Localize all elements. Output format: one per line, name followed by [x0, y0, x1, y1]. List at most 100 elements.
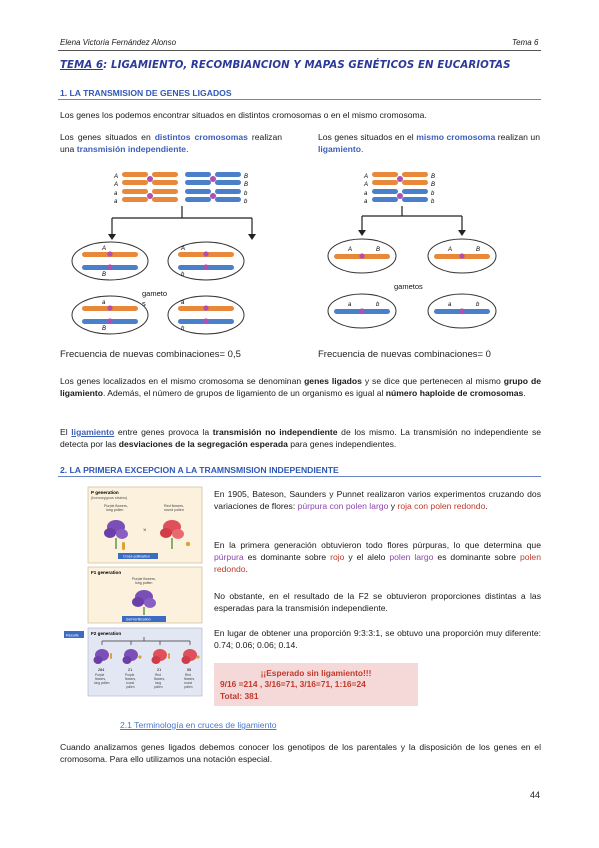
svg-text:a: a	[348, 302, 352, 308]
gametes-label-right: gametos	[394, 282, 423, 291]
svg-text:flowers,: flowers,	[125, 677, 136, 681]
parental-chromosomes-left: A A a a B B b b	[113, 172, 248, 205]
section-2-rule	[58, 476, 541, 477]
expected-box-title: ¡¡Esperado sin ligamiento!!!	[260, 668, 372, 678]
svg-text:(homozygous strains): (homozygous strains)	[91, 496, 128, 500]
header-author: Elena Victoria Fernández Alonso	[60, 38, 177, 47]
svg-text:B: B	[244, 174, 248, 180]
svg-text:a: a	[114, 191, 118, 197]
s1-para3: El ligamiento entre genes provoca la tra…	[60, 427, 542, 450]
svg-text:×: ×	[143, 528, 147, 534]
svg-text:pollen: pollen	[154, 685, 163, 689]
svg-text:b: b	[431, 199, 435, 205]
freq-right: Frecuencia de nuevas combinaciones= 0	[318, 349, 491, 360]
svg-text:pollen: pollen	[126, 685, 135, 689]
svg-text:b: b	[376, 302, 380, 308]
svg-text:s: s	[142, 299, 146, 308]
gamete-cells-left: A B A b a B a b	[71, 241, 245, 335]
svg-text:A: A	[363, 182, 368, 188]
s2-p3: No obstante, en el resultado de la F2 se…	[214, 591, 541, 614]
expected-box-values: 9/16 =214 , 3/16=71, 3/16=71, 1:16=24	[220, 679, 366, 690]
svg-text:b: b	[431, 191, 435, 197]
svg-text:B: B	[431, 182, 435, 188]
header-rule	[58, 50, 541, 51]
svg-text:Purple flowers,: Purple flowers,	[132, 577, 156, 581]
svg-text:A: A	[363, 174, 368, 180]
svg-text:round: round	[126, 681, 134, 685]
svg-text:284: 284	[98, 668, 104, 672]
svg-text:b: b	[244, 199, 248, 205]
svg-text:round pollen: round pollen	[164, 508, 184, 512]
s1-left-text: Los genes situados en distintos cromosom…	[60, 132, 283, 155]
svg-text:a: a	[448, 302, 452, 308]
svg-text:B: B	[376, 247, 380, 253]
svg-text:B: B	[244, 182, 248, 188]
svg-text:b: b	[181, 272, 185, 278]
s2-p2: En la primera generación obtuvieron todo…	[214, 540, 541, 575]
purple-flower-f1	[132, 590, 156, 615]
s1-intro: Los genes los podemos encontrar situados…	[60, 110, 427, 120]
s2-p4: En lugar de obtener una proporción 9:3:3…	[214, 628, 541, 651]
svg-text:round: round	[184, 681, 192, 685]
svg-text:A: A	[113, 174, 118, 180]
svg-text:a: a	[364, 199, 368, 205]
svg-text:21: 21	[157, 668, 161, 672]
svg-text:long pollen: long pollen	[94, 681, 110, 685]
gametes-label-left: gameto	[142, 289, 167, 298]
page-number: 44	[530, 790, 541, 800]
svg-text:21: 21	[128, 668, 132, 672]
s1-para2: Los genes localizados en el mismo cromos…	[60, 376, 541, 399]
purple-flower-p	[104, 520, 128, 549]
svg-text:Purple: Purple	[95, 673, 104, 677]
page-title: TEMA 6: LIGAMIENTO, RECOMBIANCION Y MAPA…	[60, 60, 511, 71]
svg-text:A: A	[447, 247, 452, 253]
header-topic: Tema 6	[512, 38, 539, 47]
expected-box: ¡¡Esperado sin ligamiento!!! 9/16 =214 ,…	[214, 663, 418, 707]
svg-text:long pollen: long pollen	[135, 581, 152, 585]
svg-text:pollen: pollen	[184, 685, 193, 689]
svg-text:A: A	[113, 182, 118, 188]
svg-text:P generation: P generation	[91, 490, 119, 495]
section-1-rule	[58, 99, 541, 100]
svg-text:flowers,: flowers,	[184, 677, 195, 681]
svg-text:A: A	[180, 246, 185, 252]
svg-text:B: B	[102, 272, 106, 278]
svg-text:Results: Results	[66, 633, 79, 637]
section-1-heading: 1. LA TRANSMISION DE GENES LIGADOS	[60, 88, 232, 98]
svg-text:55: 55	[187, 668, 191, 672]
svg-text:a: a	[181, 300, 185, 306]
independent-assortment-diagram: A A a a B B b b A B A b a B a	[71, 172, 256, 335]
svg-text:long: long	[155, 681, 161, 685]
s2-final: Cuando analizamos genes ligados debemos …	[60, 742, 541, 765]
svg-text:Purple flowers,: Purple flowers,	[104, 504, 128, 508]
svg-text:B: B	[476, 247, 480, 253]
svg-text:flowers,: flowers,	[95, 677, 106, 681]
bateson-cross-figure: P generation (homozygous strains) Purple…	[64, 486, 203, 697]
s1-right-text: Los genes situados en el mismo cromosoma…	[318, 132, 540, 155]
svg-text:Self-fertilization: Self-fertilization	[126, 618, 151, 622]
svg-text:long pollen: long pollen	[106, 508, 123, 512]
svg-text:b: b	[181, 326, 185, 332]
svg-text:A: A	[101, 246, 106, 252]
svg-text:Red flowers,: Red flowers,	[164, 504, 184, 508]
freq-left: Frecuencia de nuevas combinaciones= 0,5	[60, 349, 241, 360]
svg-text:F2 generation: F2 generation	[91, 631, 121, 636]
f2-flowers	[93, 649, 200, 664]
svg-text:b: b	[244, 191, 248, 197]
svg-text:Red: Red	[185, 673, 191, 677]
red-flower-p	[160, 520, 184, 549]
s2-p1: En 1905, Bateson, Saunders y Punnet real…	[214, 489, 541, 512]
svg-text:Cross-pollination: Cross-pollination	[123, 555, 150, 559]
svg-text:Purple: Purple	[125, 673, 134, 677]
linkage-diagram: A A a a B B b b A B A B a b a b gametos	[327, 172, 497, 329]
svg-text:a: a	[114, 199, 118, 205]
svg-text:a: a	[364, 191, 368, 197]
svg-text:A: A	[347, 247, 352, 253]
svg-text:a: a	[102, 300, 106, 306]
svg-text:B: B	[431, 174, 435, 180]
svg-text:b: b	[476, 302, 480, 308]
section-2-heading: 2. LA PRIMERA EXCEPCION A LA TRAMNSMISIO…	[60, 465, 339, 475]
parental-chromosomes-right: A A a a B B b b	[363, 172, 435, 205]
svg-text:Red: Red	[155, 673, 161, 677]
svg-text:B: B	[102, 326, 106, 332]
